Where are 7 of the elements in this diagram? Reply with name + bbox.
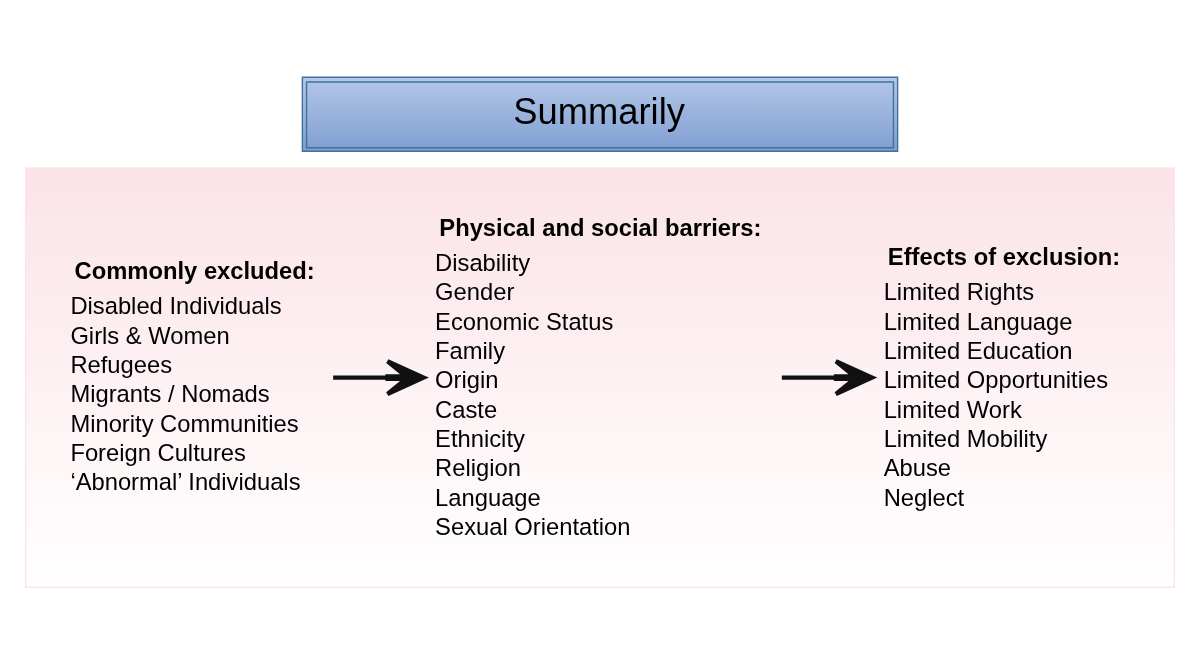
node-text: Effects of exclusion: Limited Rights Limited Language Limited Education Limited Opportunities Limited Work Limited Mobility Abuse Neglect — [883, 242, 1121, 511]
node-text: Commonly excluded: Disabled Individuals Girls & Women Refugees Migrants / Nomads Minority Communities Foreign Cultures ‘Abnormal’ Individuals — [70, 256, 315, 495]
node-text: Physical and social barriers: Disability Gender Economic Status Family Origin Caste Ethnicity Religion Language Sexual Orientation — [435, 213, 762, 540]
arrow — [781, 358, 875, 396]
arrow — [333, 358, 426, 396]
diagram-title: Summarily — [513, 90, 685, 132]
cluster — [24, 166, 1176, 588]
